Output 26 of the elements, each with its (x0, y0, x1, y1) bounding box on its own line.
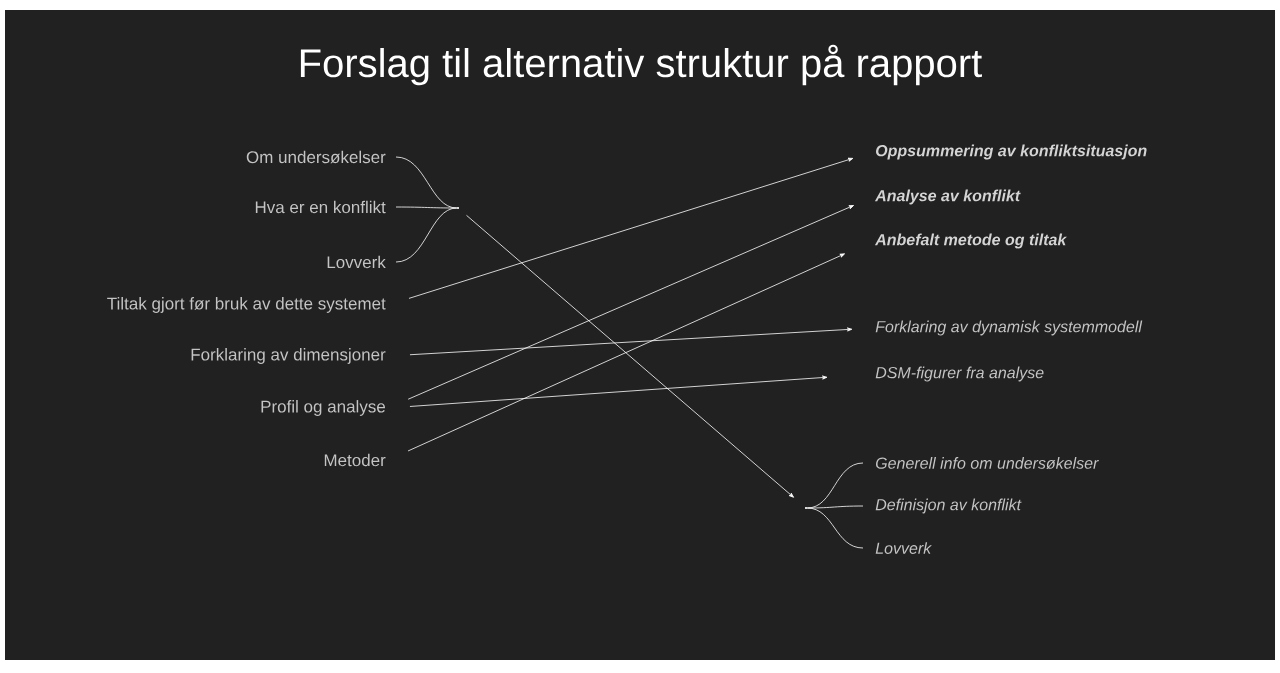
arrow (408, 157, 854, 299)
text-label: Oppsummering av konfliktsituasjon (876, 144, 1147, 160)
title: Forslag til alternativ struktur på rapport (300, 44, 982, 86)
text-label: Lovverk (875, 542, 932, 554)
brace-line (806, 507, 864, 549)
arrow (466, 214, 794, 498)
text-label: DSM-figurer fra analyse (875, 366, 1044, 382)
text-label: Hva er en konflikt (255, 200, 386, 214)
arrow (409, 375, 828, 407)
text-label: Profil og analyse (261, 400, 385, 416)
text-label: Tiltak gjort før bruk av dette systemet (107, 297, 386, 313)
text-label: Om undersøkelser (246, 150, 386, 164)
text-label: Metoder (324, 453, 386, 467)
text-label: Definisjon av konflikt (875, 498, 1022, 514)
text-label: Analyse av konflikt (874, 189, 1021, 205)
brace-line (806, 505, 864, 509)
arrow (409, 327, 853, 356)
arrow (407, 205, 854, 400)
text-label: Forklaring av dynamisk systemmodell (875, 320, 1143, 336)
arrow (407, 253, 845, 452)
text-label: Forklaring av dimensjoner (191, 348, 386, 364)
text-label: Anbefalt metode og tiltak (874, 233, 1067, 249)
text-label: Lovverk (327, 255, 386, 269)
brace-line (395, 206, 458, 209)
text-label: Generell info om undersøkelser (876, 457, 1099, 469)
brace-line (395, 207, 458, 263)
